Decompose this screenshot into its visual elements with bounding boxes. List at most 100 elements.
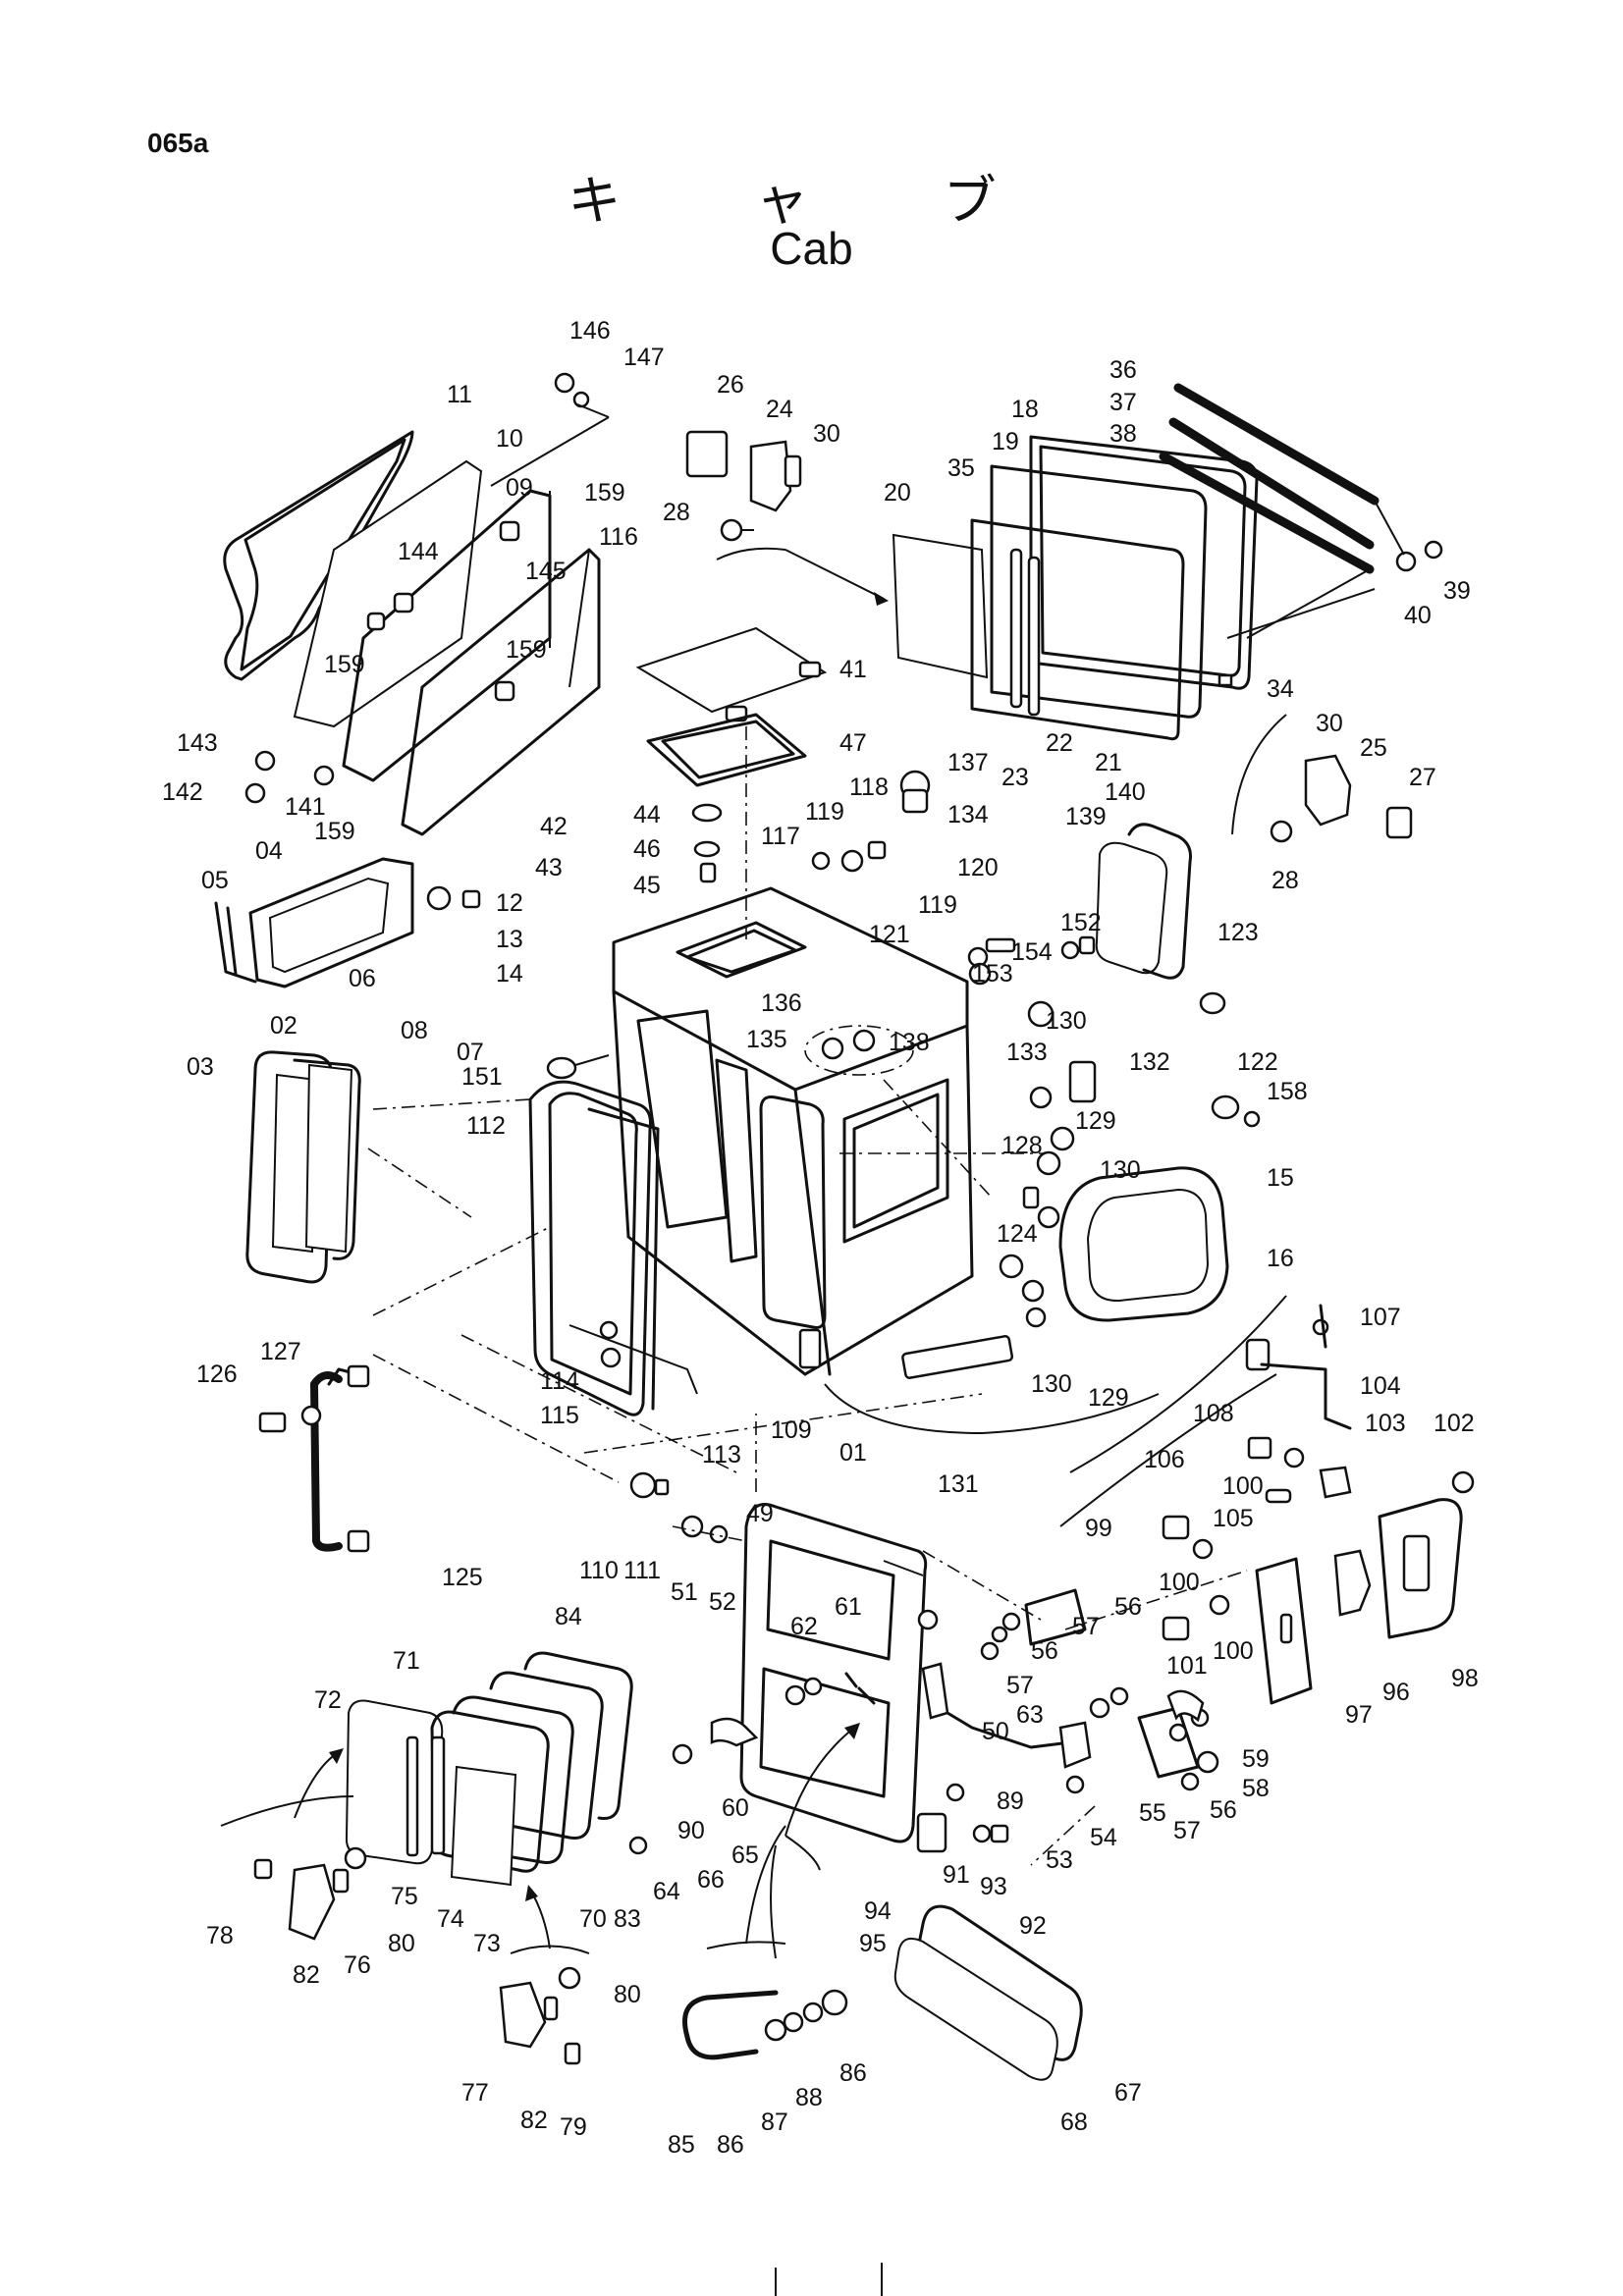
callout-131: 131 xyxy=(938,1470,979,1498)
callout-126: 126 xyxy=(196,1361,238,1388)
callout-30: 30 xyxy=(813,420,840,448)
callout-128: 128 xyxy=(1001,1132,1043,1159)
callout-113: 113 xyxy=(702,1441,741,1468)
right-latch-assembly xyxy=(1231,714,1413,843)
callout-159: 159 xyxy=(506,636,547,664)
callout-130: 130 xyxy=(1046,1007,1087,1035)
callout-23: 23 xyxy=(1001,764,1029,791)
callout-124: 124 xyxy=(997,1220,1038,1248)
callout-58: 58 xyxy=(1242,1775,1270,1802)
grab-rail-assembly xyxy=(258,1354,620,1553)
callout-28: 28 xyxy=(1271,867,1299,894)
callout-86: 86 xyxy=(839,2059,867,2087)
upper-latch-assembly xyxy=(685,430,889,606)
door-window-assembly xyxy=(220,1651,648,1954)
callout-34: 34 xyxy=(1267,675,1294,703)
door-assembly xyxy=(629,1471,1219,1959)
callout-75: 75 xyxy=(391,1883,418,1910)
callout-43: 43 xyxy=(535,854,563,881)
callout-122: 122 xyxy=(1237,1048,1278,1076)
callout-144: 144 xyxy=(398,538,439,565)
callout-70: 70 xyxy=(579,1905,607,1933)
callout-134: 134 xyxy=(947,801,989,828)
callout-91: 91 xyxy=(943,1861,970,1889)
callout-127: 127 xyxy=(260,1338,301,1365)
lower-right-window-assembly xyxy=(893,1904,1083,2081)
callout-14: 14 xyxy=(496,960,523,988)
callout-22: 22 xyxy=(1046,729,1073,757)
callout-99: 99 xyxy=(1085,1515,1112,1542)
door-lock-hardware xyxy=(1069,1295,1475,1705)
callout-123: 123 xyxy=(1217,919,1259,946)
cab-body xyxy=(546,886,1051,1376)
callout-130: 130 xyxy=(1100,1156,1141,1184)
callout-100: 100 xyxy=(1159,1569,1200,1596)
callout-62: 62 xyxy=(790,1613,818,1640)
title-japanese: キ ャ ブ xyxy=(568,170,1055,232)
bottom-margin-marks xyxy=(775,2263,883,2296)
callout-68: 68 xyxy=(1060,2109,1088,2136)
u-bolt-assembly xyxy=(682,1825,848,2060)
callout-159: 159 xyxy=(314,818,355,845)
callout-101: 101 xyxy=(1166,1652,1208,1680)
callout-121: 121 xyxy=(869,921,910,948)
callout-119: 119 xyxy=(918,891,957,919)
callout-88: 88 xyxy=(795,2084,823,2111)
callout-16: 16 xyxy=(1267,1245,1294,1272)
callout-129: 129 xyxy=(1088,1384,1129,1412)
callout-105: 105 xyxy=(1213,1505,1254,1532)
callout-10: 10 xyxy=(496,425,523,453)
callout-84: 84 xyxy=(555,1603,582,1630)
callout-38: 38 xyxy=(1109,420,1137,448)
callout-57: 57 xyxy=(1173,1817,1201,1844)
callout-08: 08 xyxy=(401,1017,428,1044)
callout-01: 01 xyxy=(839,1439,867,1467)
left-side-window-assembly xyxy=(245,1050,361,1284)
callout-57: 57 xyxy=(1072,1613,1100,1640)
callout-56: 56 xyxy=(1210,1796,1237,1824)
callout-56: 56 xyxy=(1031,1637,1058,1665)
callout-110: 110 xyxy=(579,1557,619,1584)
callout-83: 83 xyxy=(614,1905,641,1933)
callout-28: 28 xyxy=(663,499,690,526)
callout-61: 61 xyxy=(835,1593,862,1621)
callout-11: 11 xyxy=(447,381,472,408)
callout-106: 106 xyxy=(1144,1446,1185,1473)
callout-138: 138 xyxy=(889,1029,930,1056)
callout-26: 26 xyxy=(717,371,744,399)
callout-39: 39 xyxy=(1443,577,1471,605)
part-number-callouts: 146 147 11 10 09 159 26 24 30 28 36 37 3… xyxy=(162,317,1479,2159)
callout-76: 76 xyxy=(344,1951,371,1979)
callout-85: 85 xyxy=(668,2131,695,2159)
callout-115: 115 xyxy=(540,1402,579,1429)
callout-97: 97 xyxy=(1345,1701,1373,1729)
callout-25: 25 xyxy=(1360,734,1387,762)
callout-104: 104 xyxy=(1360,1372,1401,1400)
window-rails xyxy=(1159,383,1443,639)
roof-hatch-assembly xyxy=(635,626,828,942)
callout-77: 77 xyxy=(461,2079,489,2107)
front-window-assembly xyxy=(223,372,610,836)
callout-112: 112 xyxy=(466,1112,506,1140)
callout-129: 129 xyxy=(1075,1107,1116,1135)
callout-09: 09 xyxy=(506,474,533,502)
callout-86: 86 xyxy=(717,2131,744,2159)
callout-67: 67 xyxy=(1114,2079,1142,2107)
callout-44: 44 xyxy=(633,801,661,828)
callout-57: 57 xyxy=(1006,1672,1034,1699)
callout-87: 87 xyxy=(761,2109,788,2136)
callout-06: 06 xyxy=(349,965,376,992)
side-sliding-window-assembly xyxy=(892,435,1376,741)
door-latch-assemblies xyxy=(253,1846,581,2065)
callout-93: 93 xyxy=(980,1873,1007,1900)
front-frame-assembly xyxy=(372,1080,737,1473)
callout-21: 21 xyxy=(1095,749,1122,776)
callout-36: 36 xyxy=(1109,356,1137,384)
callout-78: 78 xyxy=(206,1922,234,1949)
callout-90: 90 xyxy=(677,1817,705,1844)
callout-65: 65 xyxy=(731,1842,759,1869)
callout-07: 07 xyxy=(457,1039,484,1066)
callout-109: 109 xyxy=(771,1416,812,1444)
callout-154: 154 xyxy=(1011,938,1053,966)
